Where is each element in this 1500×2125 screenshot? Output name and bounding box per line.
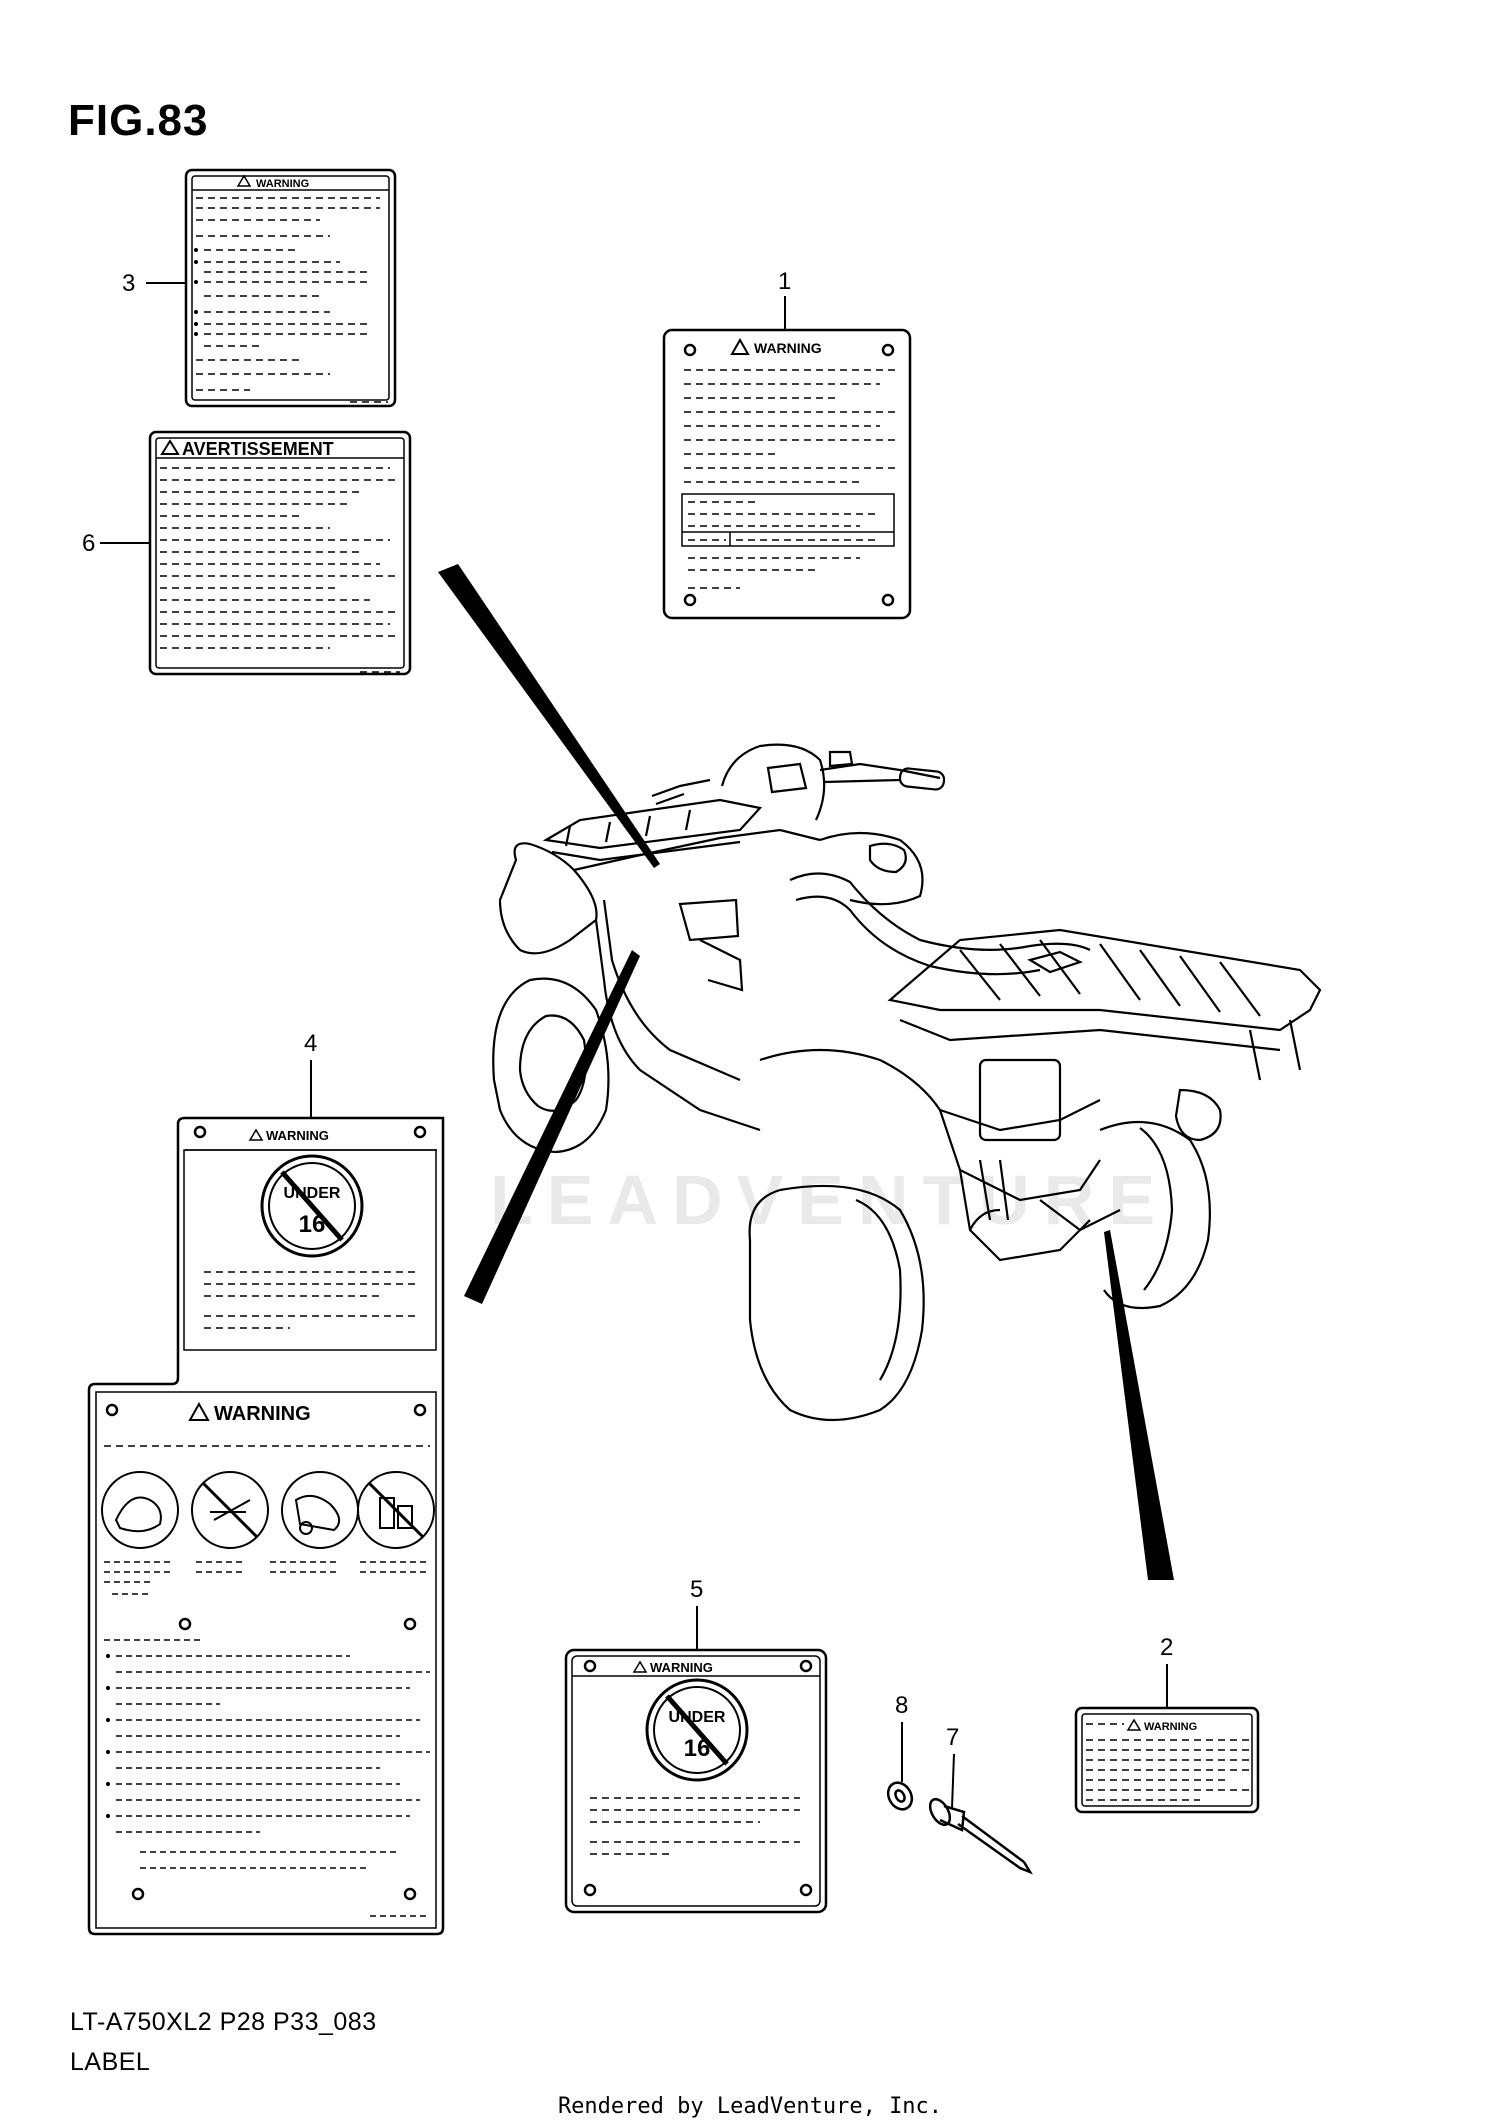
label-5-age: 16 [684, 1735, 711, 1762]
under-16-icon [645, 1678, 749, 1782]
part-8-washer[interactable] [883, 1778, 916, 1813]
under-16-icon [260, 1154, 364, 1258]
callout-3: 3 [122, 270, 136, 297]
callout-4: 4 [304, 1030, 318, 1057]
callout-2: 2 [1160, 1634, 1174, 1661]
label-3[interactable]: WARNING [184, 168, 397, 408]
label-4-top-warning: WARNING [266, 1128, 329, 1143]
label-1-warning: WARNING [754, 340, 822, 356]
label-4-main-warning: WARNING [214, 1403, 311, 1425]
pictogram-no-passenger-icon [191, 1471, 269, 1549]
model-code: LT-A750XL2 P28 P33_083 [70, 2008, 377, 2036]
part-7-rivet[interactable] [926, 1796, 1033, 1875]
callout-5: 5 [690, 1576, 704, 1603]
label-3-warning: WARNING [256, 178, 309, 190]
figure-caption: LABEL [70, 2048, 151, 2076]
label-6[interactable]: AVERTISSEMENT [148, 430, 412, 676]
label-4[interactable]: WARNING UNDER 16 WARNING [87, 1116, 445, 1936]
callout-6: 6 [82, 530, 96, 557]
callout-1: 1 [778, 268, 792, 295]
figure-title: FIG.83 [68, 96, 209, 145]
pictogram-rider-icon [101, 1471, 179, 1549]
label-2[interactable]: WARNING [1074, 1706, 1260, 1814]
label-5-under: UNDER [669, 1709, 726, 1726]
pictogram-no-alcohol-icon [357, 1471, 435, 1549]
pictogram-no-road-icon [281, 1471, 359, 1549]
watermark: LEADVENTURE [490, 1161, 1170, 1239]
label-2-warning: WARNING [1144, 1721, 1197, 1733]
label-4-under: UNDER [284, 1185, 341, 1202]
label-4-age: 16 [299, 1211, 326, 1238]
leader-lines [100, 282, 1174, 1809]
label-5[interactable]: WARNING UNDER 16 [564, 1648, 828, 1914]
label-1[interactable]: WARNING [662, 328, 912, 620]
label-5-warning: WARNING [650, 1660, 713, 1675]
rendered-by-credit: Rendered by LeadVenture, Inc. [557, 2094, 943, 2119]
atv-illustration [492, 743, 1322, 1422]
label-6-avertissement: AVERTISSEMENT [182, 439, 334, 459]
callout-8: 8 [895, 1692, 909, 1719]
callout-7: 7 [946, 1724, 960, 1751]
